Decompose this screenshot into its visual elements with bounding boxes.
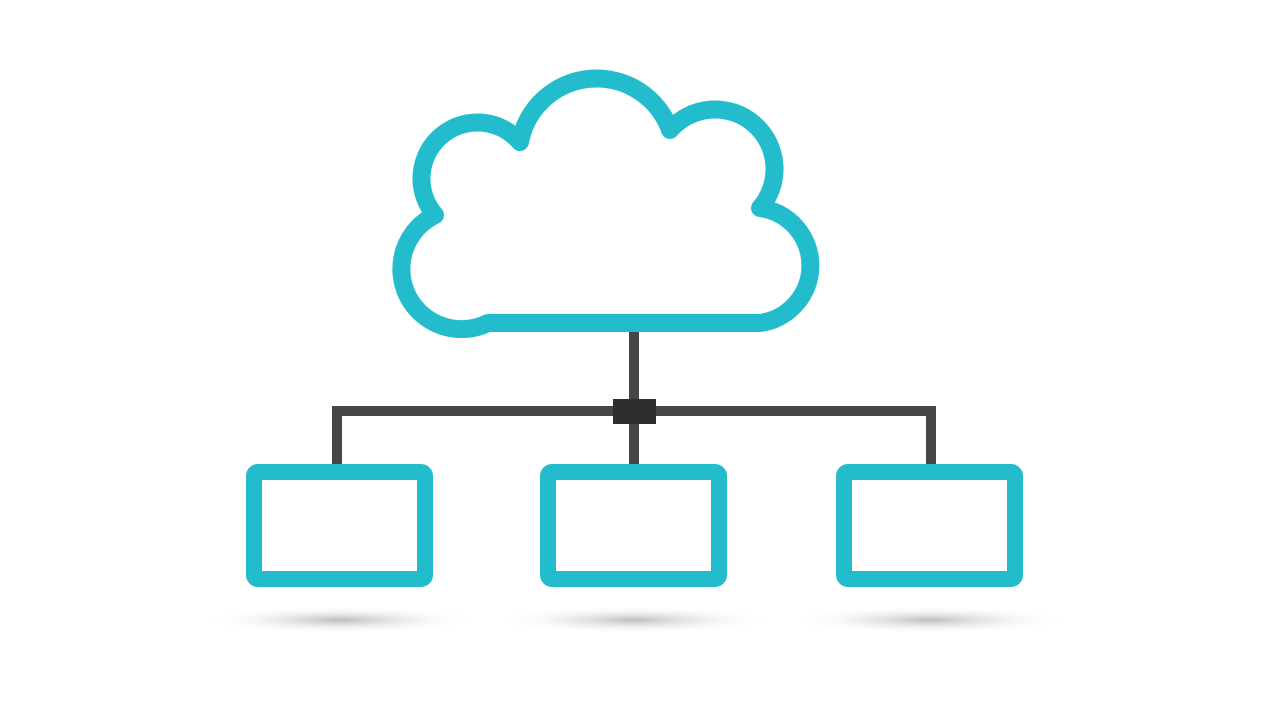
device-icon [246,464,433,587]
cloud-icon [392,69,820,339]
network-hub-icon [613,399,656,424]
device-shadow [200,606,480,634]
device-icon [540,464,727,587]
device-shadow [790,606,1070,634]
connector-lines [332,323,936,470]
device-shadow [494,606,774,634]
device-icon [836,464,1023,587]
